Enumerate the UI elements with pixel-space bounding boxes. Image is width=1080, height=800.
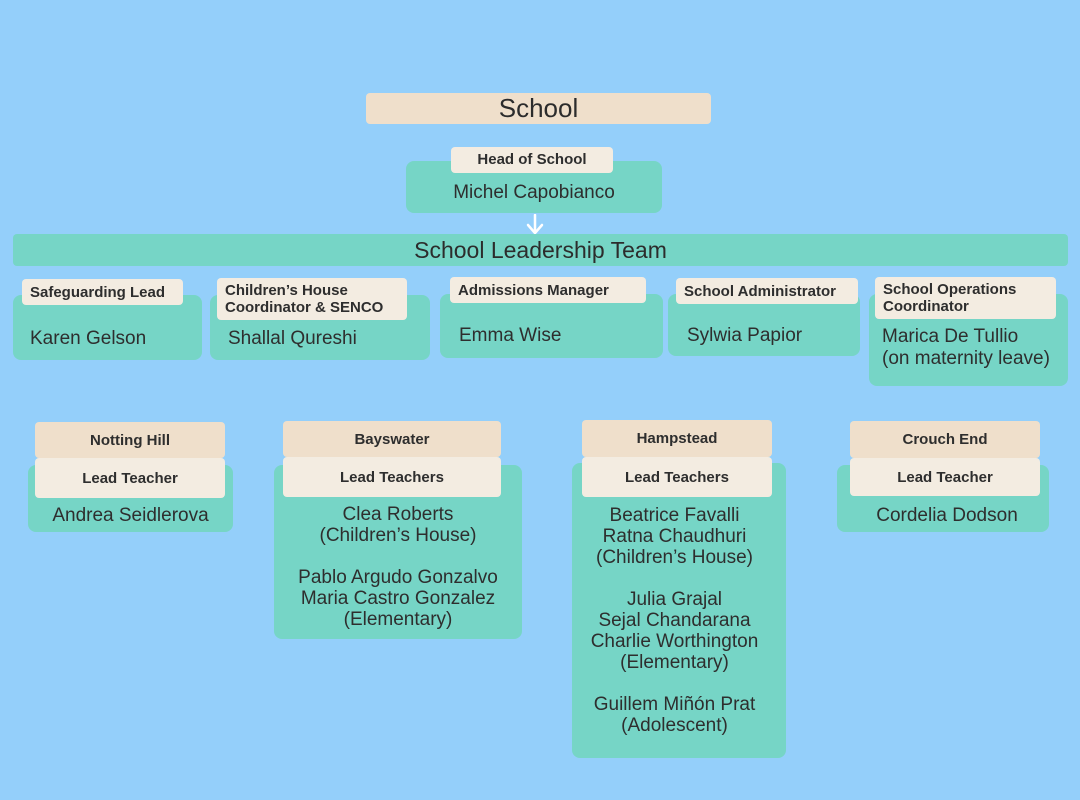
manager-role-operations: School Operations Coordinator xyxy=(875,277,1056,319)
hub-staff-crouch-end: Cordelia Dodson xyxy=(876,505,1018,526)
hub-role-notting-hill: Lead Teacher xyxy=(35,458,225,498)
manager-name-safeguarding: Karen Gelson xyxy=(30,328,147,349)
manager-role-admissions: Admissions Manager xyxy=(450,277,646,303)
manager-card-safeguarding xyxy=(13,295,202,360)
school-title-box: School xyxy=(366,93,711,124)
manager-role-safeguarding: Safeguarding Lead xyxy=(22,279,183,305)
manager-name-admissions: Emma Wise xyxy=(459,325,562,346)
manager-name-childrens-house: Shallal Qureshi xyxy=(228,328,357,349)
hub-staff-bayswater: Clea Roberts (Children’s House) Pablo Ar… xyxy=(298,504,498,630)
hub-role-crouch-end: Lead Teacher xyxy=(850,458,1040,496)
school-title: School xyxy=(498,93,579,123)
hub-card-hampstead xyxy=(572,463,786,758)
hub-site-crouch-end: Crouch End xyxy=(850,421,1040,458)
manager-card-admissions xyxy=(440,294,663,358)
hub-site-hampstead: Hampstead xyxy=(582,420,772,457)
manager-card-administrator xyxy=(668,294,860,356)
hub-site-notting-hill: Notting Hill xyxy=(35,422,225,458)
hub-staff-hampstead: Beatrice Favalli Ratna Chaudhuri (Childr… xyxy=(590,505,759,736)
manager-name-administrator: Sylwia Papior xyxy=(687,325,803,346)
head-of-school-role: Head of School xyxy=(451,147,613,173)
hub-site-bayswater: Bayswater xyxy=(283,421,501,457)
manager-name-operations: Marica De Tullio (on maternity leave) xyxy=(882,326,1050,369)
hub-role-bayswater: Lead Teachers xyxy=(283,457,501,497)
head-of-school-name: Michel Capobianco xyxy=(453,182,615,203)
down-arrow-icon xyxy=(526,214,544,235)
manager-role-administrator: School Administrator xyxy=(676,278,858,304)
leadership-team-bar: School Leadership Team xyxy=(13,234,1068,266)
hub-staff-notting-hill: Andrea Seidlerova xyxy=(52,505,209,526)
hub-role-hampstead: Lead Teachers xyxy=(582,457,772,497)
leadership-team-title: School Leadership Team xyxy=(414,237,667,263)
manager-role-childrens-house: Children’s House Coordinator & SENCO xyxy=(217,278,407,320)
